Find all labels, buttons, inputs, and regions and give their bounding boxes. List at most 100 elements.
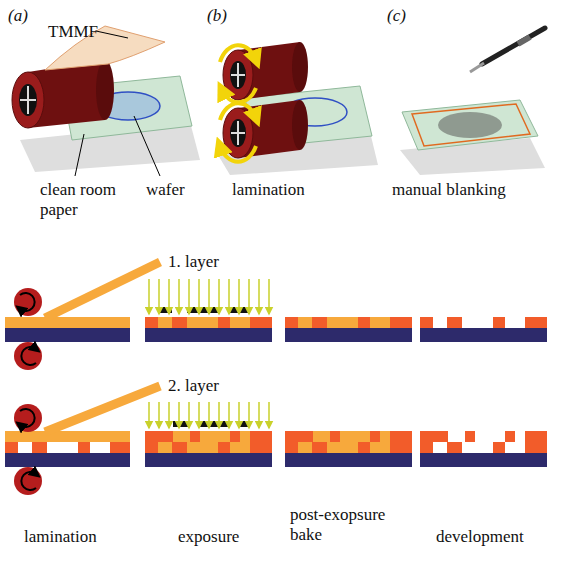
panel-c-illustration — [518, 37, 530, 44]
panel-b-illustration — [223, 50, 253, 100]
layer-1-process — [45, 262, 160, 318]
layer-1-process — [327, 317, 358, 328]
layer-2-process — [5, 431, 130, 442]
layer-2-process — [110, 442, 130, 453]
layer-2-process — [158, 402, 160, 428]
layer-2-process — [149, 402, 269, 428]
layer-2-process — [145, 453, 272, 467]
layer-2-process — [285, 431, 412, 442]
layer-2-process — [228, 402, 230, 428]
panel-b-illustration — [230, 61, 246, 89]
step-label: exposure — [178, 527, 239, 547]
layer-2-process — [5, 453, 130, 467]
layer-1-process — [230, 317, 250, 328]
layer-2-process — [21, 472, 36, 490]
layer-1-process — [268, 279, 270, 314]
step-label: post-exopsure bake — [290, 505, 408, 545]
layer-1-process — [198, 279, 200, 314]
step-label: manual blanking — [392, 180, 506, 200]
panel-a-illustration — [96, 60, 114, 120]
layer-label: 2. layer — [168, 376, 219, 396]
layer-2-process — [200, 431, 230, 442]
layer-2-process — [172, 442, 187, 453]
layer-2-process — [493, 442, 505, 453]
layer-2-process — [200, 421, 230, 427]
layer-label: 1. layer — [168, 252, 219, 272]
layer-1-process — [248, 279, 250, 314]
layer-1-process — [420, 317, 433, 328]
layer-1-process — [5, 328, 130, 342]
layer-2-process — [218, 442, 230, 453]
layer-1-process — [187, 307, 218, 313]
layer-1-process — [218, 279, 220, 314]
layer-1-process — [493, 317, 505, 328]
panel-b-illustration — [220, 45, 256, 62]
layer-1-process — [298, 317, 312, 328]
panel-b-illustration — [220, 103, 256, 120]
layer-1-process — [158, 307, 172, 313]
layer-2-process — [198, 402, 200, 428]
layer-1-process — [145, 317, 272, 328]
panel-b-illustration — [223, 108, 253, 158]
layer-1-process — [370, 317, 390, 328]
layer-2-process — [20, 409, 35, 427]
panel-c-illustration — [400, 28, 545, 175]
part-label: wafer — [146, 180, 185, 200]
layer-1-process — [178, 279, 180, 314]
layer-1-process — [149, 279, 269, 314]
layer-2-process — [268, 402, 270, 428]
layer-2-process — [258, 402, 260, 428]
layer-2-process — [420, 431, 448, 442]
step-label: lamination — [24, 527, 97, 547]
layer-2-process — [505, 431, 515, 442]
layer-1-process — [525, 317, 547, 328]
panel-a-illustration — [20, 86, 36, 114]
layer-2-process — [148, 402, 150, 428]
panel-b-illustration — [292, 100, 308, 150]
layer-2-process — [447, 442, 462, 453]
layer-2-process — [240, 431, 250, 442]
layer-2-process — [525, 431, 547, 442]
panel-b-illustration — [231, 63, 245, 87]
panel-a-illustration — [12, 26, 200, 176]
layer-1-process — [187, 317, 218, 328]
layer-1-process — [208, 279, 210, 314]
panel-b-illustration — [222, 88, 256, 102]
layer-1-process — [168, 279, 170, 314]
panel-c-illustration — [402, 100, 538, 150]
panel-letter: (a) — [8, 6, 28, 26]
layer-2-process — [285, 453, 412, 467]
panel-a-illustration — [134, 116, 160, 176]
layer-1-process — [5, 317, 130, 328]
layer-2-process — [313, 431, 330, 442]
layer-2-process — [14, 404, 42, 432]
layer-2-process — [168, 402, 170, 428]
panel-letter: (c) — [387, 6, 406, 26]
layer-2-process — [45, 386, 160, 432]
layer-2-process — [218, 402, 220, 428]
layer-1-process — [21, 347, 36, 365]
part-label: clean room paper — [40, 180, 132, 220]
layer-2-process — [285, 442, 298, 453]
panel-c-illustration — [482, 28, 545, 64]
panel-c-illustration — [470, 63, 484, 72]
layer-2-process — [248, 402, 250, 428]
panel-a-illustration — [12, 72, 44, 128]
layer-1-process — [14, 342, 42, 370]
layer-1-process — [158, 279, 160, 314]
layer-2-process — [5, 442, 18, 453]
layer-1-process — [447, 317, 462, 328]
step-label: development — [436, 527, 524, 547]
layer-2-process — [340, 431, 370, 442]
layer-2-process — [145, 442, 158, 453]
layer-1-process — [158, 317, 172, 328]
layer-1-process — [285, 328, 412, 342]
layer-1-process — [145, 328, 272, 342]
layer-1-process — [238, 279, 240, 314]
layer-2-process — [390, 442, 412, 453]
panel-letter: (b) — [207, 6, 227, 26]
part-label: TMMF — [48, 22, 98, 42]
layer-2-process — [465, 431, 475, 442]
panel-b-illustration — [231, 121, 245, 145]
